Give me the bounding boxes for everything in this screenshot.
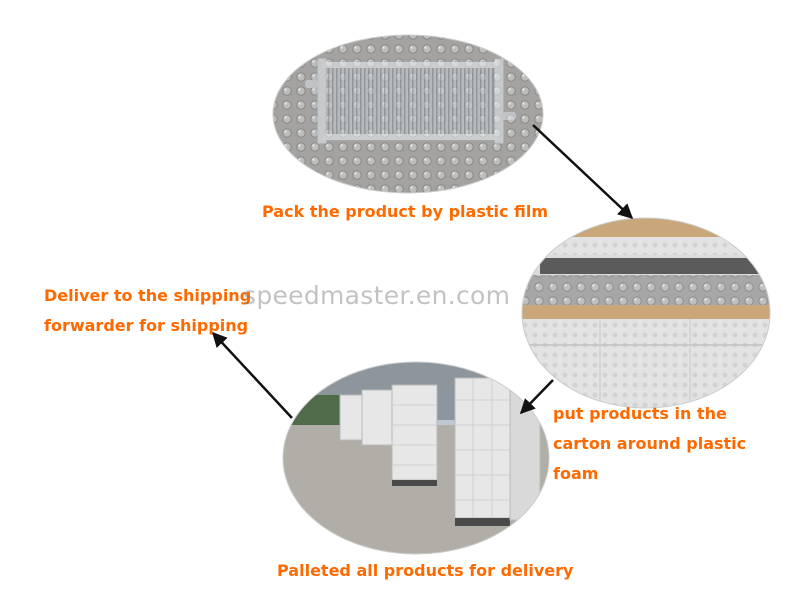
- step-pallet-text: Palleted all products for delivery: [277, 561, 574, 580]
- step-pack-caption: Pack the product by plastic film: [262, 197, 548, 227]
- step-carton-line-2: carton around plastic: [553, 434, 747, 453]
- step-pack-text: Pack the product by plastic film: [262, 202, 549, 221]
- step-deliver-line-2: forwarder for shipping: [44, 316, 249, 335]
- watermark: speedmaster.en.com: [243, 281, 511, 310]
- carton-photo: [522, 218, 770, 408]
- step-deliver-caption: Deliver to the shipping forwarder for sh…: [44, 281, 251, 341]
- step-carton-caption: put products in the carton around plasti…: [553, 399, 746, 489]
- radiator-photo: [273, 35, 543, 193]
- step-pallet-caption: Palleted all products for delivery: [277, 556, 573, 586]
- arrow-icon: [532, 124, 634, 220]
- step-carton-line-3: foam: [553, 464, 599, 483]
- step-deliver-line-1: Deliver to the shipping: [44, 286, 252, 305]
- pallet-photo: [283, 362, 549, 554]
- arrow-icon: [211, 331, 293, 419]
- step-carton-line-1: put products in the: [553, 404, 727, 423]
- arrow-icon: [519, 379, 554, 415]
